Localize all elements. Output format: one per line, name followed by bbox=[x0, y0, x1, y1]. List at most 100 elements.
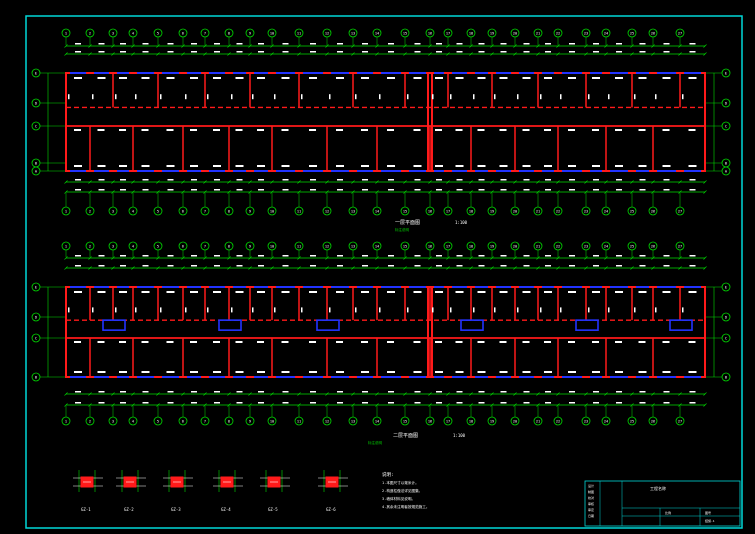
dimension-tick bbox=[203, 266, 207, 270]
dimension-text bbox=[456, 402, 463, 404]
dimension-text bbox=[569, 189, 575, 191]
axis-bubble-label: 18 bbox=[469, 420, 473, 424]
dimension-text bbox=[478, 402, 485, 404]
dimension-text bbox=[478, 179, 485, 181]
dimension-tick bbox=[248, 392, 252, 396]
beam-label bbox=[568, 371, 576, 373]
axis-bubble bbox=[675, 416, 685, 426]
dimension-tick bbox=[227, 403, 231, 407]
beam-label bbox=[119, 371, 127, 373]
dimension-text bbox=[500, 402, 507, 404]
dimension-text bbox=[98, 265, 105, 267]
dimension-text bbox=[500, 255, 507, 257]
beam-label bbox=[166, 341, 174, 343]
dimension-text bbox=[236, 43, 243, 45]
axis-bubble bbox=[348, 241, 358, 251]
beam-label bbox=[119, 165, 127, 167]
column-label bbox=[92, 94, 94, 100]
beam-label bbox=[544, 165, 552, 167]
title-block-row: 校对 bbox=[588, 495, 594, 500]
axis-bubble-label: 5 bbox=[157, 32, 159, 36]
dimension-text bbox=[120, 189, 126, 191]
detail-label: GZ-5 bbox=[268, 507, 278, 512]
axis-bubble bbox=[425, 28, 435, 38]
column-label bbox=[682, 307, 684, 313]
dimension-text bbox=[639, 265, 646, 267]
column-label bbox=[540, 307, 542, 313]
dimension-text bbox=[569, 43, 575, 45]
axis-bubble-label: 26 bbox=[651, 420, 655, 424]
dimension-tick bbox=[403, 266, 407, 270]
column-label bbox=[185, 94, 187, 100]
column-label bbox=[560, 94, 562, 100]
dimension-tick bbox=[351, 52, 355, 56]
dimension-tick bbox=[584, 256, 588, 260]
dimension-tick bbox=[446, 44, 450, 48]
row-bubble bbox=[721, 282, 731, 292]
dimension-text bbox=[593, 51, 599, 53]
dimension-tick bbox=[297, 403, 301, 407]
dimension-tick bbox=[227, 44, 231, 48]
axis-bubble bbox=[581, 28, 591, 38]
dimension-text bbox=[639, 51, 646, 53]
axis-bubble-label: 10 bbox=[270, 210, 274, 214]
axis-bubble bbox=[61, 416, 71, 426]
dimension-tick bbox=[325, 266, 329, 270]
axis-bubble bbox=[153, 416, 163, 426]
dimension-text bbox=[478, 391, 485, 393]
column-label bbox=[252, 94, 254, 100]
dimension-tick bbox=[446, 190, 450, 194]
dimension-text bbox=[388, 43, 394, 45]
dimension-tick bbox=[428, 266, 432, 270]
beam-label bbox=[592, 341, 599, 343]
beam-label bbox=[435, 341, 442, 343]
dimension-tick bbox=[351, 44, 355, 48]
axis-bubble bbox=[443, 241, 453, 251]
dimension-tick bbox=[403, 403, 407, 407]
title-block-row: 图号 bbox=[705, 510, 711, 515]
dimension-text bbox=[436, 51, 442, 53]
dimension-text bbox=[616, 391, 622, 393]
dimension-text bbox=[98, 189, 105, 191]
beam-label bbox=[361, 291, 369, 293]
dimension-tick bbox=[270, 190, 274, 194]
row-bubble bbox=[721, 372, 731, 382]
dimension-text bbox=[310, 402, 316, 404]
beam-label bbox=[615, 291, 623, 293]
axis-bubble-label: 22 bbox=[556, 210, 560, 214]
beam-label bbox=[544, 341, 551, 343]
axis-bubble bbox=[200, 206, 210, 216]
dimension-tick bbox=[156, 52, 160, 56]
beam-label bbox=[190, 129, 197, 131]
title-block-row: 比例 bbox=[665, 510, 671, 515]
dimension-tick bbox=[536, 180, 540, 184]
dimension-text bbox=[258, 43, 264, 45]
dimension-tick bbox=[446, 256, 450, 260]
dimension-text bbox=[337, 255, 343, 257]
axis-bubble-label: 10 bbox=[270, 420, 274, 424]
column-label bbox=[608, 307, 610, 313]
title-block-drawing-no: 结施-1 bbox=[705, 518, 715, 523]
dimension-text bbox=[120, 43, 126, 45]
dimension-text bbox=[500, 43, 507, 45]
beam-label bbox=[336, 129, 343, 131]
beam-label bbox=[387, 341, 394, 343]
axis-bubble bbox=[178, 416, 188, 426]
dimension-text bbox=[593, 265, 599, 267]
axis-bubble bbox=[224, 206, 234, 216]
axis-bubble-label: 13 bbox=[351, 245, 355, 249]
axis-bubble bbox=[648, 416, 658, 426]
dimension-text bbox=[362, 391, 368, 393]
floor-plan-bottom: 1122334455667788991010111112121313141415… bbox=[31, 241, 731, 426]
dimension-text bbox=[191, 391, 197, 393]
beam-label bbox=[688, 165, 697, 167]
dimension-text bbox=[523, 255, 530, 257]
dimension-tick bbox=[513, 52, 517, 56]
dimension-text bbox=[569, 391, 575, 393]
dimension-text bbox=[75, 43, 81, 45]
notes-heading: 说明: bbox=[382, 471, 394, 478]
row-bubble-label: D bbox=[35, 102, 37, 106]
dimension-tick bbox=[513, 256, 517, 260]
dimension-text bbox=[663, 391, 670, 393]
dimension-text bbox=[214, 51, 220, 53]
